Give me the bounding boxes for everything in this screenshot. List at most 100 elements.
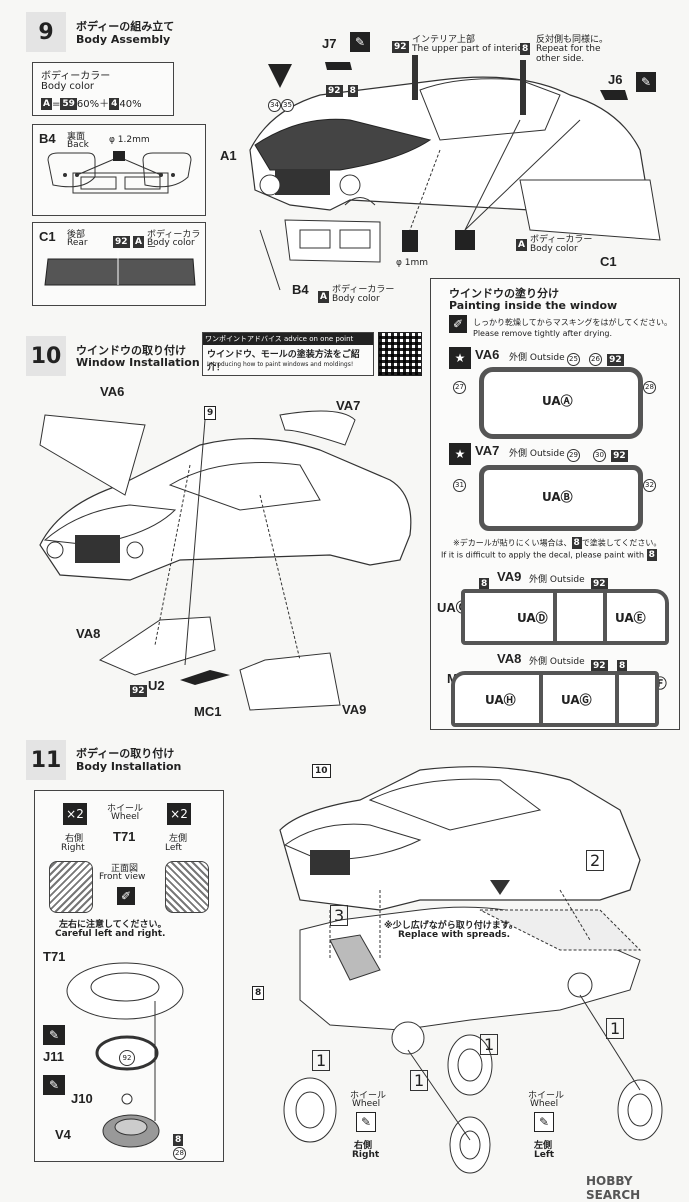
b4-back-box: B4 裏面 Back φ 1.2mm (32, 124, 206, 216)
paint-31: 31 (453, 479, 466, 492)
interior-en: The upper part of interior (412, 44, 527, 54)
va9-paint-label: VA9 (497, 569, 522, 584)
a1-label: A1 (220, 148, 237, 163)
paint-28: 28 (643, 381, 656, 394)
c1-color-en: Body color (530, 244, 578, 254)
step-ref-8: 8 (252, 985, 265, 1000)
b4-back-en: Back (67, 140, 89, 150)
step-9-car-drawing (249, 55, 661, 291)
spread-note-jp: ※少し広げながら取り付けます。 (384, 921, 518, 931)
left-side-jp: 左側 (534, 1141, 553, 1151)
t71-tire-label: T71 (43, 949, 66, 964)
ref-3: 3 (330, 905, 349, 926)
paint-34: 34 (268, 99, 281, 112)
step-10-car-drawing (39, 410, 412, 711)
va6-paint-label: VA6 (475, 347, 500, 362)
step-11-number: 11 (26, 740, 66, 780)
paint-32: 32 (643, 479, 656, 492)
paint-25: 25 (567, 353, 580, 366)
ref-1-a: 1 (312, 1050, 331, 1071)
paint-92-va7: 92 (611, 449, 628, 462)
va7-window: UAⒷ (479, 465, 643, 531)
paint-27: 27 (453, 381, 466, 394)
step-9-title-en: Body Assembly (76, 33, 171, 46)
va7-paint-label: VA7 (475, 443, 500, 458)
ref-1-b: 1 (410, 1070, 429, 1091)
c1-rear-drawing (44, 251, 196, 286)
ref-1-d: 1 (606, 1018, 625, 1039)
v4-label: V4 (55, 1127, 71, 1142)
paint-8-badge: 8 (520, 42, 531, 55)
va8-paint-label: VA8 (497, 651, 522, 666)
decal-icon-right: ✎ (356, 1112, 376, 1132)
left-side-en: Left (534, 1150, 555, 1160)
c1-color-jp: ボディーカラー (530, 235, 593, 245)
star-icon-va7: ★ (449, 443, 471, 465)
right-en: Right (61, 843, 85, 853)
right-jp: 右側 (65, 834, 84, 844)
wheel-en: Wheel (111, 812, 140, 822)
wheel-right-en: Wheel (352, 1099, 381, 1109)
paint-92-va6: 92 (607, 353, 624, 366)
front-view-jp: 正面図 (111, 864, 139, 874)
va9-window: UAⒹ UAⒺ (461, 589, 669, 645)
paint-8-va9: 8 (479, 577, 490, 590)
step-10-title-jp: ウインドウの取り付け (76, 344, 186, 357)
va6-window: UAⒶ (479, 367, 643, 439)
b4-color-jp: ボディーカラー (332, 285, 395, 295)
tire-left-front (165, 861, 209, 913)
paint-a-b4: A (318, 290, 329, 303)
tire-right-front (49, 861, 93, 913)
brush-icon: ✐ (449, 315, 467, 333)
paint-92-interior: 92 (392, 40, 409, 53)
ref-2: 2 (586, 850, 605, 871)
repeat-jp: 反対側も同様に。 (536, 35, 609, 45)
c1-rear-en: Rear (67, 238, 88, 248)
qty-x2-left: ×2 (167, 803, 191, 825)
j11-label: J11 (43, 1049, 64, 1064)
step-ref-9: 9 (204, 405, 217, 420)
decal-icon-left: ✎ (534, 1112, 554, 1132)
u2-label: U2 (148, 678, 165, 693)
wheel-assembly-box: ×2 ×2 ホイール Wheel T71 右側 Right 左側 Left 正面… (34, 790, 224, 1162)
paint-8-va8: 8 (617, 659, 628, 672)
va7-label: VA7 (336, 398, 361, 413)
paint-92-j11: 92 (119, 1049, 135, 1066)
body-color-en: Body color (41, 81, 95, 92)
b4-color-en: Body color (332, 294, 380, 304)
paint-8-hood: 8 (347, 84, 358, 97)
b4-code: B4 (39, 131, 56, 146)
paint-title-en: Painting inside the window (449, 299, 618, 312)
wheel-jp: ホイール (107, 804, 144, 814)
paint-26: 26 (589, 353, 602, 366)
step-11-title-jp: ボディーの取り付け (76, 747, 175, 760)
j6-label: J6 (608, 72, 623, 87)
right-side-jp: 右側 (354, 1141, 373, 1151)
j10-label: J10 (71, 1091, 93, 1106)
paint-92-u2: 92 (130, 684, 147, 697)
paint-92-hood: 92 (326, 84, 343, 97)
advice-en: Introducing how to paint windows and mol… (207, 361, 354, 368)
paint-35: 35 (281, 99, 294, 112)
c1-color-en: Body color (147, 238, 195, 248)
mc1-label: MC1 (194, 704, 222, 719)
step-11-car-drawing (279, 766, 663, 1174)
b4-back-jp: 裏面 (67, 132, 86, 142)
decal-icon-j6: ✎ (636, 72, 656, 92)
left-en: Left (165, 843, 182, 853)
paint-28-v4: 28 (173, 1147, 186, 1160)
paint-92-badge: 92 (113, 235, 130, 248)
decal-icon: ✎ (350, 32, 370, 52)
step-11-title-en: Body Installation (76, 760, 182, 773)
paint-a-c1: A (516, 238, 527, 251)
wheel-left-jp: ホイール (528, 1091, 565, 1101)
va6-label: VA6 (100, 384, 125, 399)
step-10-title-en: Window Installation (76, 356, 200, 369)
step-10-number: 10 (26, 336, 66, 376)
wheel-right-jp: ホイール (350, 1091, 387, 1101)
step-9-number: 9 (26, 12, 66, 52)
qr-code[interactable] (378, 332, 422, 376)
c1-color-jp: ボディーカラー (147, 230, 201, 253)
advice-jp: ウインドウ、モールの塗装方法をご紹介！ (207, 350, 360, 373)
watermark-logo: HOBBY SEARCH (586, 1174, 641, 1202)
